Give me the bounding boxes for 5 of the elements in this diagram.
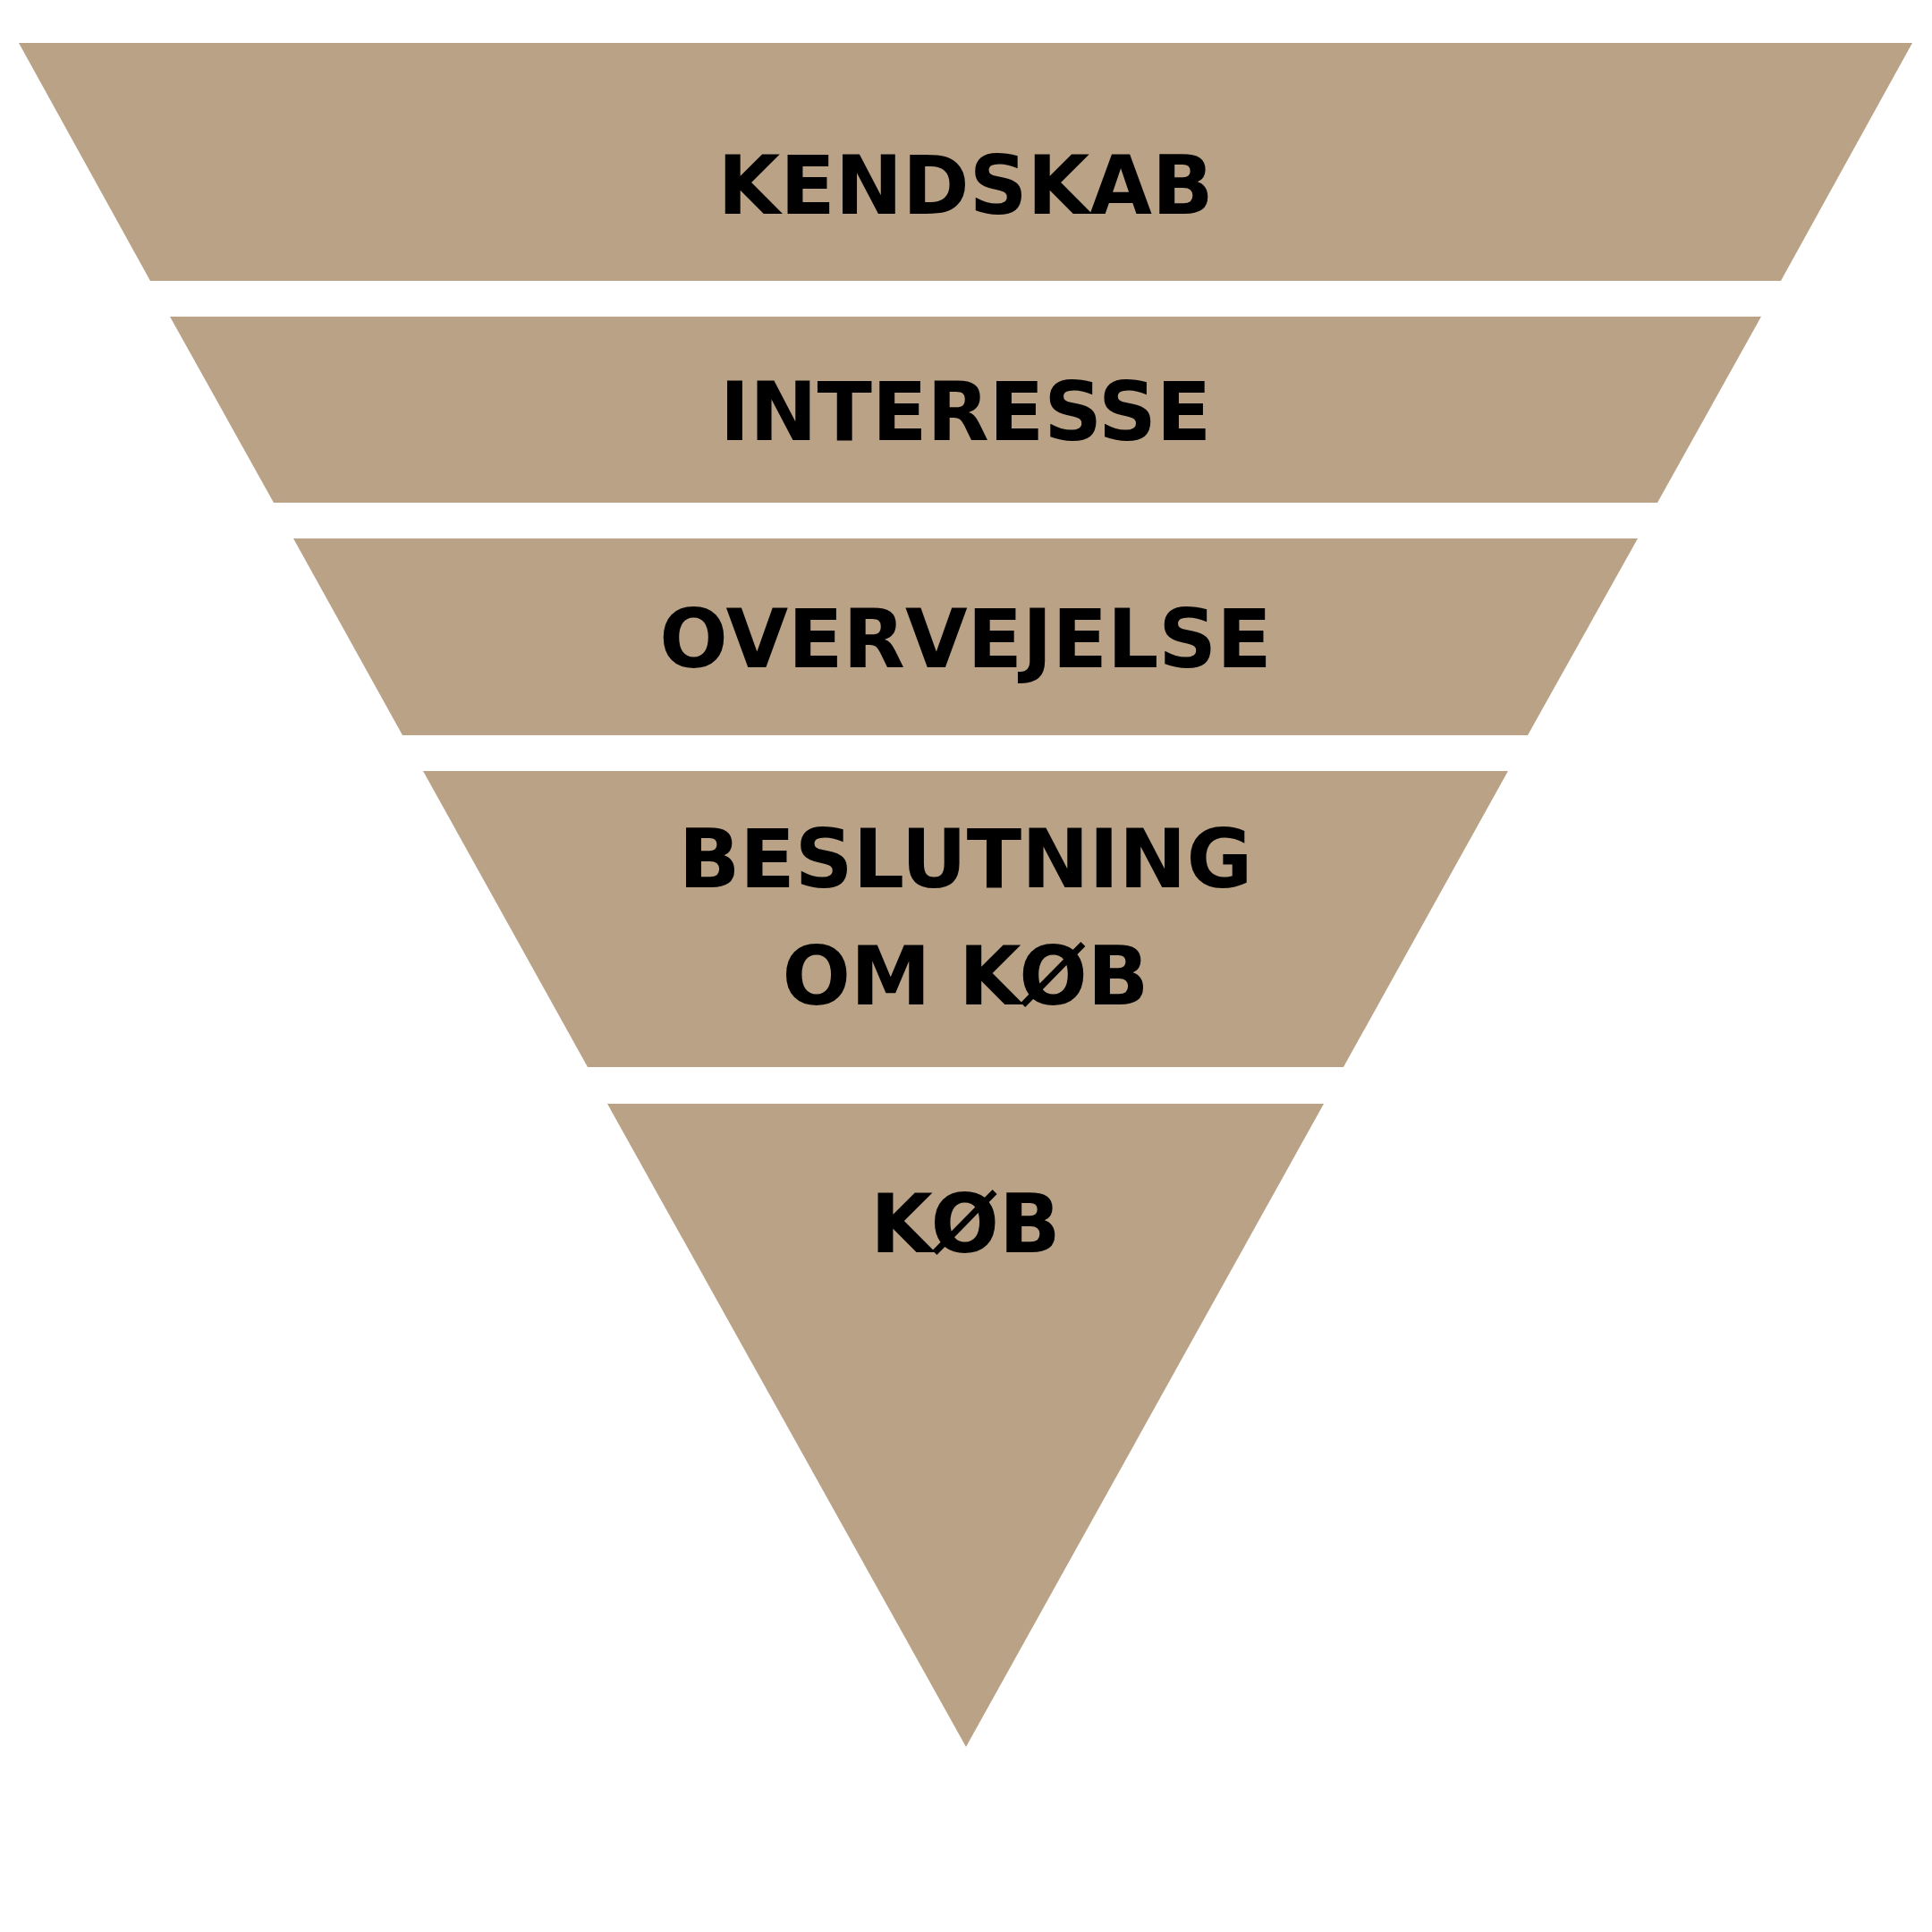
- stage-label: KØB: [869, 1175, 1062, 1273]
- stage-label: OVERVEJELSE: [658, 590, 1273, 688]
- stage-label: BESLUTNING OM KØB: [677, 811, 1254, 1025]
- stage-label: INTERESSE: [718, 363, 1213, 461]
- stage-label: KENDSKAB: [716, 137, 1215, 234]
